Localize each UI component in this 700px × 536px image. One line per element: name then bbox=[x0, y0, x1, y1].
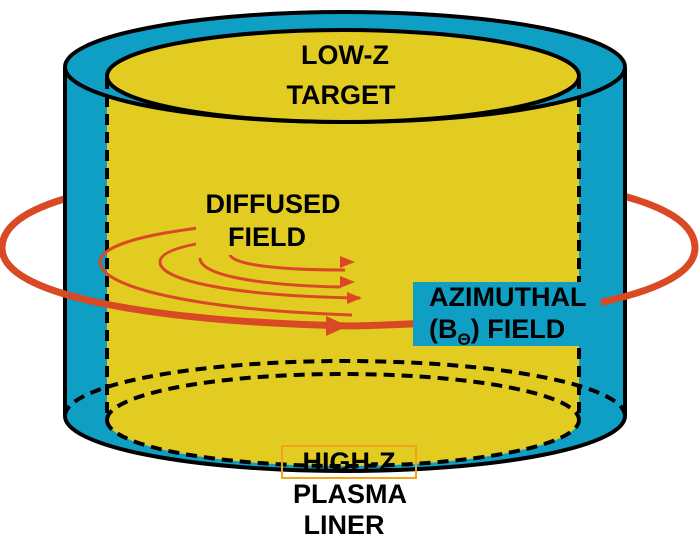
azimuthal-label-line1: AZIMUTHAL bbox=[429, 282, 586, 312]
azimuthal-field-arrow bbox=[326, 316, 348, 336]
diffused-label-line1: DIFFUSED bbox=[206, 189, 341, 219]
liner-label-line3: LINER bbox=[304, 510, 385, 536]
azimuthal-subscript: Θ bbox=[458, 330, 471, 349]
liner-label-bg bbox=[285, 480, 415, 536]
azimuthal-rest: ) FIELD bbox=[471, 314, 566, 344]
diffused-label-line2: FIELD bbox=[228, 222, 306, 252]
liner-label-line2: PLASMA bbox=[293, 479, 407, 509]
azimuthal-label-bg bbox=[413, 282, 601, 346]
liner-label-line1: HIGH-Z bbox=[303, 447, 396, 477]
diffused-field-arrows bbox=[340, 256, 362, 304]
target-bottom-rim-front bbox=[105, 419, 581, 468]
liner-bottom-rim-front bbox=[63, 415, 627, 473]
liner-label-box bbox=[281, 445, 417, 479]
diffused-label-bg bbox=[196, 187, 354, 255]
target-label-line1: LOW-Z bbox=[301, 40, 389, 70]
target-top-cap bbox=[105, 28, 581, 124]
azimuthal-open: (B bbox=[429, 314, 458, 344]
target-label-line2: TARGET bbox=[287, 80, 396, 110]
azimuthal-field-ring-front bbox=[0, 247, 699, 330]
azimuthal-label-line2: (BΘ) FIELD bbox=[429, 314, 565, 349]
liner-bottom-rim-back bbox=[63, 359, 627, 417]
target-bottom-rim-back bbox=[105, 372, 581, 421]
